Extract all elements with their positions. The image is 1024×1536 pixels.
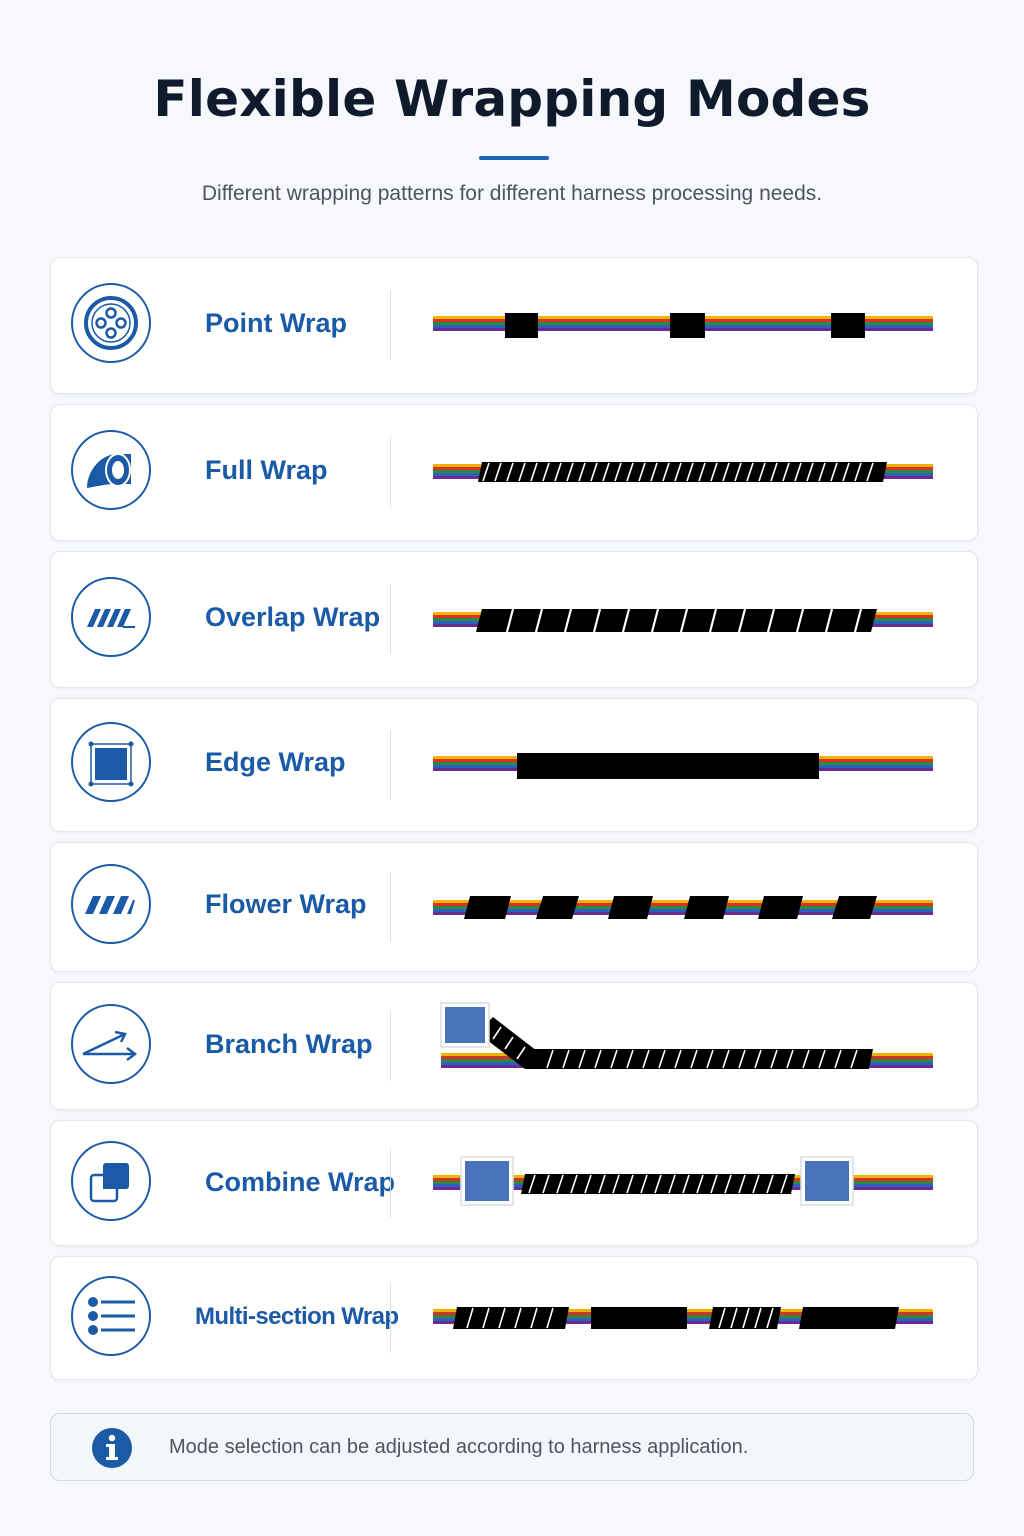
tape-edge <box>517 753 819 779</box>
tape-point <box>831 313 865 338</box>
mode-card-overlap-wrap[interactable]: Overlap Wrap <box>50 551 978 688</box>
tape-segment <box>684 896 729 919</box>
mode-card-point-wrap[interactable]: Point Wrap <box>50 257 978 394</box>
full-wrap-diagram <box>433 462 933 482</box>
branch-connector-block <box>445 1007 485 1043</box>
mode-card-full-wrap[interactable]: Full Wrap <box>50 404 978 541</box>
wire-harness <box>433 900 933 915</box>
connector-right-block <box>805 1161 849 1201</box>
info-note-text: Mode selection can be adjusted according… <box>169 1436 749 1458</box>
page-subtitle: Different wrapping patterns for differen… <box>201 182 823 205</box>
tape-segment <box>758 896 803 919</box>
mode-card-flower-wrap[interactable]: Flower Wrap <box>50 842 978 972</box>
card-divider <box>390 872 391 942</box>
mode-card-multi-section-wrap[interactable]: Multi-section Wrap <box>50 1256 978 1380</box>
tape-segment <box>464 896 511 919</box>
mode-label-multi-section-wrap: Multi-section Wrap <box>195 1303 399 1330</box>
card-divider <box>390 584 391 654</box>
tape-branch-angle <box>483 1017 537 1069</box>
card-divider <box>390 730 391 800</box>
tape-point <box>505 313 538 338</box>
mode-label-combine-wrap: Combine Wrap <box>205 1167 396 1197</box>
tape-section-striped <box>709 1307 781 1329</box>
mode-card-edge-wrap[interactable]: Edge Wrap <box>50 698 978 832</box>
connector-left-block <box>465 1161 509 1201</box>
branch-arrow-icon <box>71 1004 151 1084</box>
card-divider <box>390 290 391 360</box>
tape-section-solid <box>799 1307 899 1329</box>
tape-point <box>670 313 705 338</box>
overlap-stripes-icon <box>71 577 151 657</box>
tape-section-striped <box>453 1307 569 1329</box>
mode-label-point-wrap: Point Wrap <box>205 308 348 338</box>
tape-section-solid <box>591 1307 687 1329</box>
list-lines-icon <box>71 1276 151 1356</box>
overlap-wrap-diagram <box>433 608 933 633</box>
tape-full <box>478 462 887 482</box>
tape-segment <box>536 896 579 919</box>
card-divider <box>390 1011 391 1081</box>
info-icon <box>92 1428 132 1468</box>
mode-label-flower-wrap: Flower Wrap <box>205 889 367 919</box>
card-divider <box>390 1283 391 1353</box>
combine-wrap-diagram <box>433 1156 933 1206</box>
info-note: Mode selection can be adjusted according… <box>50 1413 974 1481</box>
multi-section-wrap-diagram <box>433 1307 933 1329</box>
mode-label-full-wrap: Full Wrap <box>205 455 328 485</box>
mode-card-branch-wrap[interactable]: Branch Wrap <box>50 982 978 1110</box>
tape-dots-icon <box>71 283 151 363</box>
tape-segment <box>832 896 877 919</box>
flower-wrap-diagram <box>433 896 933 919</box>
mode-label-edge-wrap: Edge Wrap <box>205 747 346 777</box>
mode-card-combine-wrap[interactable]: Combine Wrap <box>50 1120 978 1246</box>
tape-segment <box>608 896 653 919</box>
branch-wrap-diagram <box>440 1002 933 1069</box>
point-wrap-diagram <box>433 313 933 338</box>
stacked-squares-icon <box>71 1141 151 1221</box>
card-divider <box>390 1148 391 1218</box>
page-title: Flexible Wrapping Modes <box>153 70 871 128</box>
card-divider <box>390 437 391 507</box>
edge-wrap-diagram <box>433 753 933 779</box>
mode-label-branch-wrap: Branch Wrap <box>205 1029 373 1059</box>
tape-overlap <box>476 609 877 632</box>
mode-label-overlap-wrap: Overlap Wrap <box>205 602 381 632</box>
title-underline <box>479 156 549 160</box>
square-frame-icon <box>71 722 151 802</box>
tape-roll-icon <box>71 430 151 510</box>
spaced-stripes-icon <box>71 864 151 944</box>
